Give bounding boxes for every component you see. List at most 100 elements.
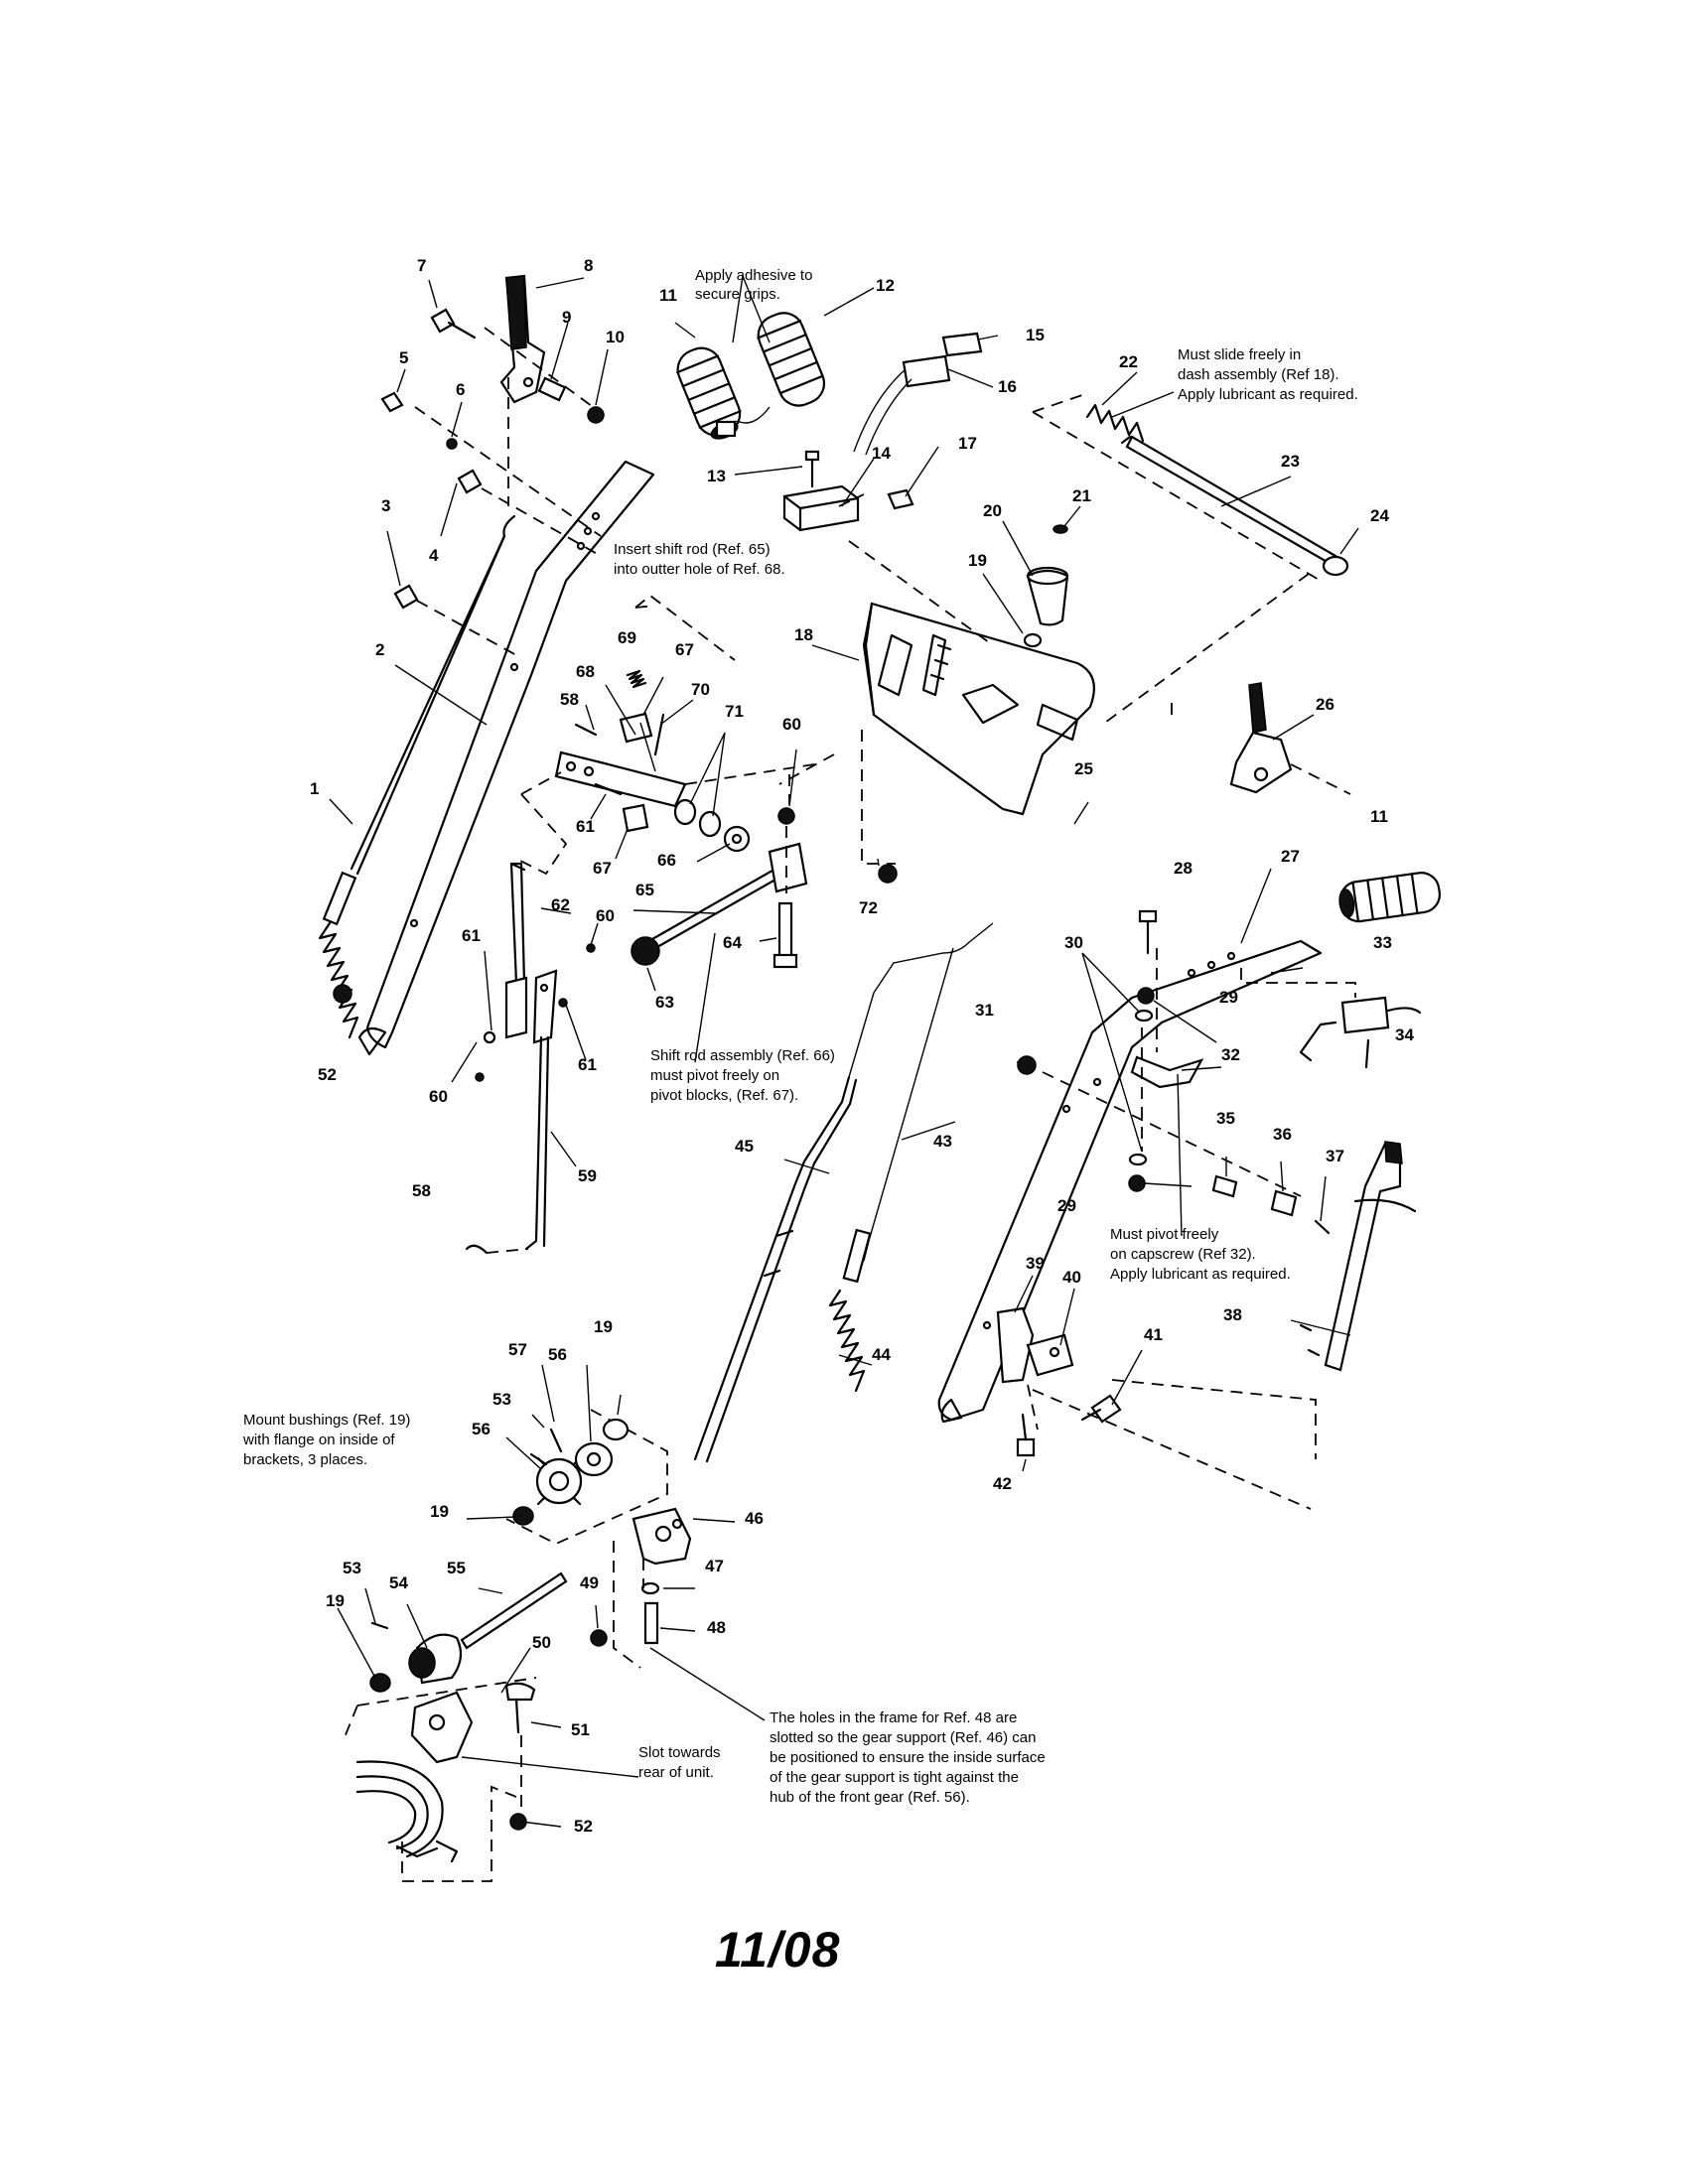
note-mount-bushings: Mount bushings (Ref. 19) with flange on … — [242, 1412, 415, 1468]
callout: 64 — [723, 933, 742, 952]
link-61b — [532, 969, 558, 1044]
shift-rod-group — [515, 669, 898, 969]
nut-49 — [590, 1629, 608, 1647]
callout: 44 — [872, 1345, 891, 1364]
callout: 37 — [1326, 1147, 1344, 1165]
callout: 13 — [707, 467, 726, 485]
bracket-68 — [554, 751, 687, 808]
bolt-51 — [504, 1682, 536, 1702]
gearbox-group — [342, 1409, 668, 1882]
right-handle-group — [937, 682, 1441, 1510]
callout: 61 — [578, 1055, 597, 1074]
callout: 19 — [968, 551, 987, 570]
nut-72 — [878, 864, 898, 884]
callout: 21 — [1072, 486, 1091, 505]
washer-66 — [723, 825, 751, 853]
callout: 61 — [462, 926, 481, 945]
nut-31 — [1017, 1055, 1037, 1075]
callout: 38 — [1223, 1305, 1242, 1324]
callout: 50 — [532, 1633, 551, 1652]
callout: 33 — [1373, 933, 1392, 952]
screw-13 — [804, 450, 820, 462]
callout: 32 — [1221, 1045, 1240, 1064]
callout: 20 — [983, 501, 1002, 520]
bracket-32 — [1130, 1055, 1204, 1089]
callout: 62 — [551, 895, 570, 914]
callout: 5 — [399, 348, 408, 367]
callout: 25 — [1074, 759, 1093, 778]
note-pivot-freely: Must pivot freely on capscrew (Ref 32). … — [1110, 1226, 1291, 1283]
spring-44 — [828, 1289, 866, 1393]
callout: 35 — [1216, 1109, 1235, 1128]
callout: 11 — [1370, 807, 1388, 826]
callout: 53 — [492, 1390, 511, 1409]
callout: 66 — [657, 851, 676, 870]
callout: 70 — [691, 680, 710, 699]
callout: 15 — [1026, 326, 1045, 344]
top-center-group — [676, 312, 983, 532]
bolt-64 — [777, 901, 793, 960]
gear-56-rear — [574, 1441, 614, 1477]
washer-71b — [698, 810, 722, 838]
callout: 52 — [574, 1817, 593, 1836]
plate-40 — [1026, 1333, 1074, 1377]
rod-23 — [1125, 435, 1337, 566]
rod-23-group — [1085, 403, 1349, 577]
callout: 40 — [1062, 1268, 1081, 1287]
callout: 22 — [1119, 352, 1138, 371]
callout: 49 — [580, 1573, 599, 1592]
callout: 60 — [429, 1087, 448, 1106]
callout: 59 — [578, 1166, 597, 1185]
note-shift-rod-assembly: Shift rod assembly (Ref. 66) must pivot … — [650, 1047, 839, 1104]
callout: 67 — [593, 859, 612, 878]
clip-17 — [887, 488, 914, 510]
spacer-35 — [1211, 1174, 1238, 1198]
callout: 12 — [876, 276, 895, 295]
rod-62 — [509, 862, 526, 985]
page-date-code: 11/08 — [715, 1922, 841, 1978]
note-slot-towards: Slot towards rear of unit. — [638, 1744, 725, 1781]
knob-63 — [631, 936, 660, 966]
callout: 42 — [993, 1474, 1012, 1493]
rod-59 — [524, 1035, 550, 1251]
callout: 1 — [310, 779, 319, 798]
left-handle-group — [318, 274, 655, 1056]
callout: 65 — [635, 881, 654, 899]
pin-61 — [483, 1030, 496, 1044]
callout: 30 — [1064, 933, 1083, 952]
nut-52-left — [333, 984, 352, 1004]
note-insert-shift-rod: Insert shift rod (Ref. 65) into outter h… — [614, 541, 785, 578]
gear-support-46 — [632, 1507, 692, 1566]
clip-58 — [465, 1244, 489, 1255]
auger-handle-38 — [1324, 1142, 1402, 1372]
callout: 16 — [998, 377, 1017, 396]
bushing-19-mid — [512, 1506, 534, 1526]
callout: 60 — [596, 906, 615, 925]
linkage-group — [465, 862, 596, 1255]
harness-16 — [902, 354, 951, 388]
callout: 46 — [745, 1509, 764, 1528]
knob-20 — [1026, 569, 1069, 626]
callout: 48 — [707, 1618, 726, 1637]
callout: 61 — [576, 817, 595, 836]
nut-29-bottom — [1128, 1174, 1146, 1192]
nut-29-top — [1137, 987, 1155, 1005]
note-frame-holes: The holes in the frame for Ref. 48 are s… — [770, 1709, 1050, 1806]
right-handle-tube — [937, 939, 1323, 1422]
callout: 26 — [1316, 695, 1334, 714]
callout: 8 — [584, 256, 593, 275]
callout: 69 — [618, 628, 636, 647]
bolt-4 — [457, 469, 483, 494]
spring-22 — [1085, 403, 1145, 443]
pivot-block-66 — [768, 842, 808, 893]
nut-10 — [587, 406, 605, 424]
callout: 39 — [1026, 1254, 1045, 1273]
bolt-7 — [430, 308, 456, 334]
assembly-notes: Apply adhesive to secure grips. Must sli… — [242, 267, 1358, 1806]
grip-11-right — [1338, 872, 1441, 923]
bolt-28 — [1138, 909, 1158, 923]
callout: 63 — [655, 993, 674, 1012]
callout: 34 — [1395, 1025, 1414, 1044]
lever-26 — [1248, 682, 1267, 734]
dash-panel-18 — [862, 602, 1095, 816]
